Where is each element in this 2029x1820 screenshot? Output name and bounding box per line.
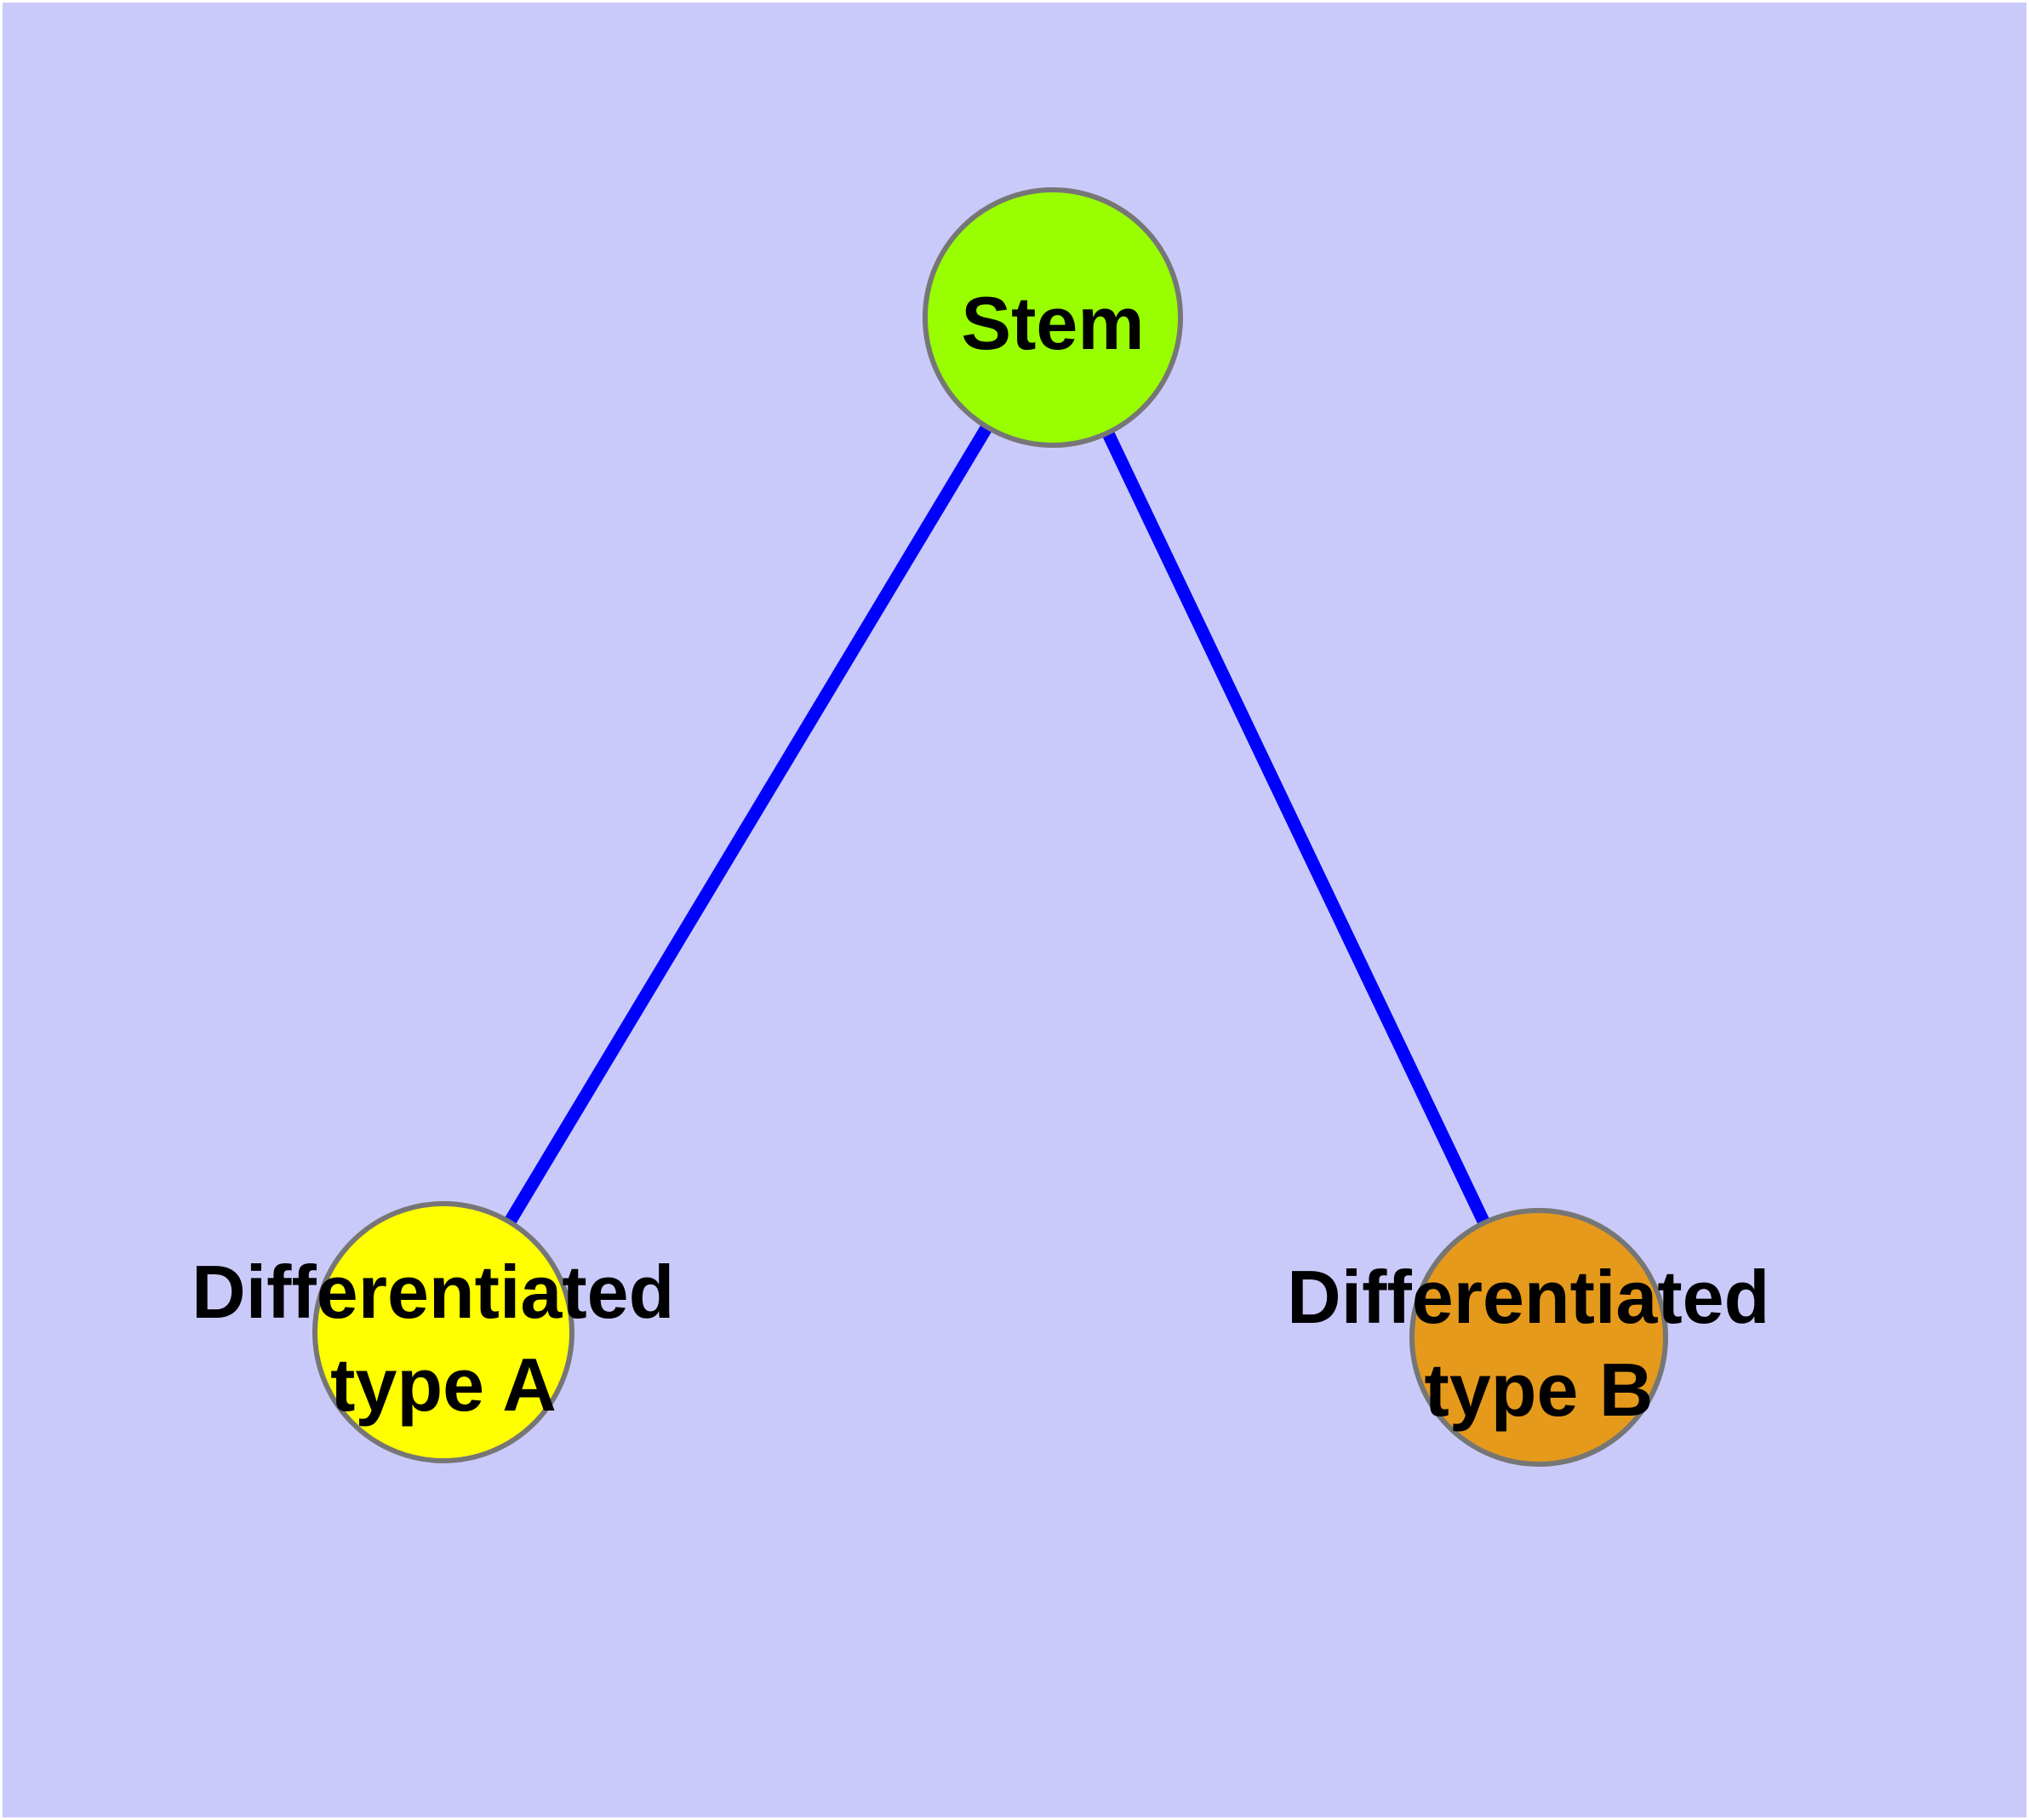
node-label-type-a-line2: type A	[330, 1342, 557, 1427]
node-label-differentiated-type-a: Differentiated type A	[191, 1250, 695, 1427]
node-differentiated-type-b	[1409, 1208, 1668, 1467]
node-label-stem-line1: Stem	[961, 281, 1144, 365]
node-label-differentiated-type-b: Differentiated type B	[1287, 1255, 1791, 1432]
node-label-type-b-line2: type B	[1425, 1348, 1654, 1432]
edge-stem-to-type-a	[437, 314, 1059, 1336]
node-differentiated-type-a	[312, 1201, 574, 1463]
node-label-type-b-line1: Differentiated	[1287, 1255, 1769, 1339]
edge-stem-to-type-b	[1047, 314, 1545, 1341]
node-stem	[923, 187, 1183, 448]
node-label-type-a-line1: Differentiated	[191, 1250, 674, 1334]
node-label-stem: Stem	[961, 281, 1144, 365]
